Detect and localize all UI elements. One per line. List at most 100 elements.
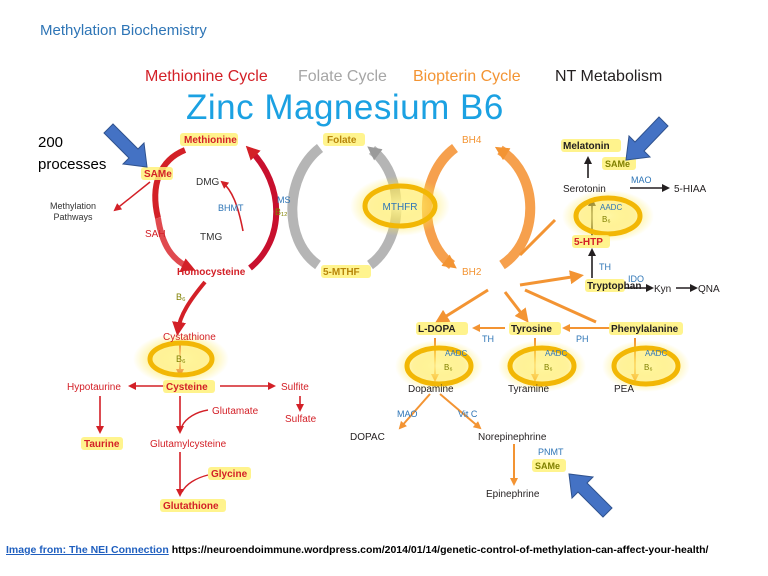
label-mao-serotonin: MAO	[631, 175, 652, 185]
label-cysteine: Cysteine	[166, 382, 208, 393]
label-pathways: Pathways	[53, 212, 93, 222]
label-aadc-serotonin: AADC	[600, 203, 622, 212]
label-methylation: Methylation	[50, 201, 96, 211]
label-mao-cat: MAO	[397, 409, 418, 419]
label-mthfr: MTHFR	[383, 202, 418, 213]
zinc-magnesium-b6-title: Zinc Magnesium B6	[186, 88, 504, 127]
homocysteine-to-cystathione-arrow	[172, 280, 207, 336]
biopterin-to-phenylalanine-branch	[524, 288, 597, 324]
label-tmg: TMG	[200, 232, 222, 243]
label-pea: PEA	[614, 384, 634, 395]
tmg-to-dmg-arrow	[220, 180, 244, 232]
b6-dopamine-ring	[404, 345, 474, 387]
sah-to-homocysteine-arc	[155, 217, 196, 272]
label-serotonin: Serotonin	[563, 184, 606, 195]
label-5hiaa: 5-HIAA	[674, 184, 707, 195]
b6-cystathione-ring	[147, 340, 215, 378]
biopterin-to-tryptophan-branch	[519, 270, 584, 287]
label-b12: B₁₂	[275, 207, 288, 217]
blue-arrow-same-epinephrine	[568, 473, 613, 518]
label-hypotaurine: Hypotaurine	[67, 382, 121, 393]
label-aadc-pea: AADC	[645, 349, 667, 358]
label-b6-pea: B₆	[644, 363, 653, 372]
label-th-serotonin: TH	[599, 262, 611, 272]
label-aadc-dopamine: AADC	[445, 349, 467, 358]
label-ms: MS	[277, 195, 291, 205]
label-taurine: Taurine	[84, 439, 120, 450]
b6-pea-ring	[611, 345, 681, 387]
label-sah: SAH	[145, 229, 166, 240]
label-glutathione: Glutathione	[163, 501, 219, 512]
methionine-to-same-arc	[152, 147, 187, 219]
label-glutamylcysteine: Glutamylcysteine	[150, 439, 227, 450]
source-link[interactable]: Image from: The NEI Connection	[6, 544, 169, 556]
label-5htp: 5-HTP	[574, 237, 603, 248]
label-same-melatonin: SAMe	[605, 159, 630, 169]
label-pnmt: PNMT	[538, 447, 564, 457]
label-glycine: Glycine	[211, 469, 248, 480]
label-bh2: BH2	[462, 267, 482, 278]
label-sulfate: Sulfate	[285, 414, 317, 425]
label-glutamate: Glutamate	[212, 406, 259, 417]
label-ido: IDO	[628, 274, 644, 284]
blue-callout-arrows	[103, 116, 669, 518]
blue-arrow-melatonin	[625, 116, 669, 161]
highlight-rings	[133, 176, 690, 392]
label-b6-dopamine: B₆	[444, 363, 453, 372]
label-bh4: BH4	[462, 135, 482, 146]
label-phenylalanine: Phenylalanine	[611, 324, 679, 335]
b6-tyramine-ring	[507, 345, 577, 387]
label-norepinephrine: Norepinephrine	[478, 432, 547, 443]
dopamine-to-norepinephrine-arrow	[439, 393, 482, 430]
b6-5htp-ring	[573, 195, 643, 237]
mthfr-ring	[362, 183, 438, 229]
label-dopac: DOPAC	[350, 432, 385, 443]
label-same-epinephrine: SAMe	[535, 461, 560, 471]
label-ldopa: L-DOPA	[418, 324, 456, 335]
processes-label: 200 processes	[38, 132, 106, 176]
label-same-methionine: SAMe	[144, 169, 172, 180]
label-melatonin: Melatonin	[563, 141, 610, 152]
label-kyn: Kyn	[654, 284, 671, 295]
bh2-to-bh4-arc	[494, 145, 536, 270]
label-aadc-tyramine: AADC	[545, 349, 567, 358]
glycine-join-curve	[181, 474, 209, 493]
biopterin-to-tyrosine-branch	[503, 291, 529, 323]
label-tyramine: Tyramine	[508, 384, 550, 395]
label-highlights	[81, 133, 683, 512]
label-folate: Folate	[327, 135, 357, 146]
dopamine-to-dopac-arrow	[398, 393, 431, 430]
label-b6-homocysteine: B₆	[176, 292, 186, 302]
homocysteine-to-methionine-arc	[245, 145, 280, 271]
label-5mthf: 5-MTHF	[323, 267, 360, 278]
legend-nt-metabolism: NT Metabolism	[555, 68, 663, 85]
processes-word: processes	[38, 156, 107, 173]
label-b6-cystathione: B₆	[176, 354, 186, 364]
label-methionine: Methionine	[184, 135, 237, 146]
processes-count: 200	[38, 134, 64, 151]
source-url: https://neuroendoimmune.wordpress.com/20…	[171, 544, 709, 556]
biopterin-cycle-arrows	[421, 143, 584, 287]
label-vitc: Vit C	[458, 409, 478, 419]
blue-arrow-same	[103, 123, 148, 168]
label-dopamine: Dopamine	[408, 384, 454, 395]
source-footer: Image from: The NEI Connection https://n…	[6, 544, 708, 556]
glutamate-join-curve	[181, 409, 209, 427]
label-sulfite: Sulfite	[281, 382, 309, 393]
label-b6-serotonin: B₆	[602, 215, 611, 224]
label-b6-tyramine: B₆	[544, 363, 553, 372]
same-to-methylation-arrow	[113, 181, 151, 212]
label-tyrosine: Tyrosine	[511, 324, 552, 335]
biopterin-to-ldopa-branch	[434, 288, 489, 324]
label-homocysteine: Homocysteine	[177, 267, 246, 278]
label-bhmt: BHMT	[218, 203, 244, 213]
folate-left-arc	[287, 144, 324, 270]
legend-biopterin-cycle: Biopterin Cycle	[413, 68, 521, 85]
page-title: Methylation Biochemistry	[40, 22, 207, 39]
label-epinephrine: Epinephrine	[486, 489, 540, 500]
label-tryptophan: Tryptophan	[587, 281, 641, 292]
legend-methionine-cycle: Methionine Cycle	[145, 68, 268, 85]
label-th-cat: TH	[482, 334, 494, 344]
